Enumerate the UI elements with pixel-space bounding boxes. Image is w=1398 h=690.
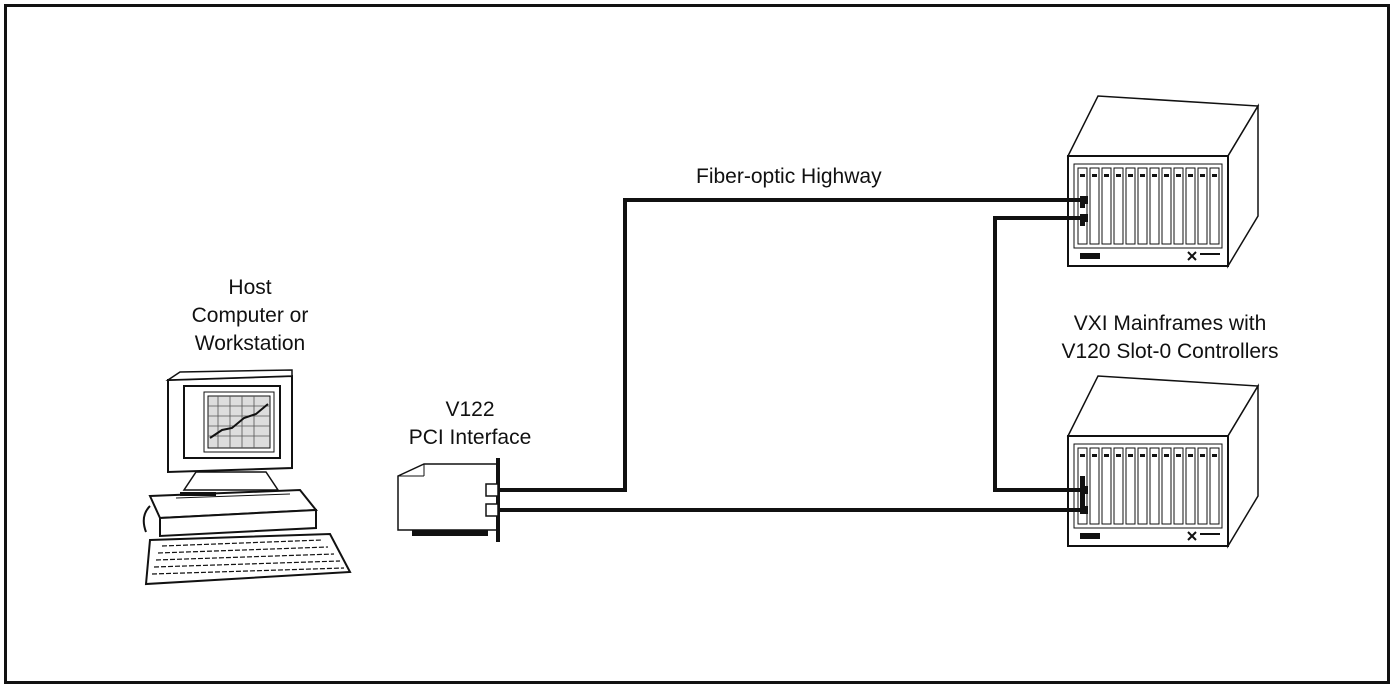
fiber-optic-cables [500, 198, 1086, 512]
mainframes-label-line-1: VXI Mainframes with [1073, 312, 1267, 335]
cable-upper-to-top [500, 198, 1086, 492]
interface-label: V122 PCI Interface [370, 396, 570, 452]
diagram-border [4, 4, 1390, 684]
vxi-mainframe-icon [1067, 375, 1259, 547]
mainframes-label-line-2: V120 Slot-0 Controllers [1061, 340, 1279, 363]
host-label-line-2: Computer or [191, 304, 309, 327]
host-label-line-3: Workstation [194, 332, 306, 355]
computer-workstation-icon [142, 369, 352, 586]
interface-label-line-1: V122 [445, 398, 495, 421]
vxi-mainframe-icon [1067, 95, 1259, 267]
mainframes-label: VXI Mainframes with V120 Slot-0 Controll… [1020, 310, 1320, 366]
host-label: Host Computer or Workstation [150, 274, 350, 358]
cable-daisy-chain [993, 216, 1086, 492]
pci-card-icon [397, 458, 500, 542]
interface-label-line-2: PCI Interface [408, 426, 532, 449]
host-label-line-1: Host [228, 276, 272, 299]
highway-label: Fiber-optic Highway [696, 165, 882, 188]
